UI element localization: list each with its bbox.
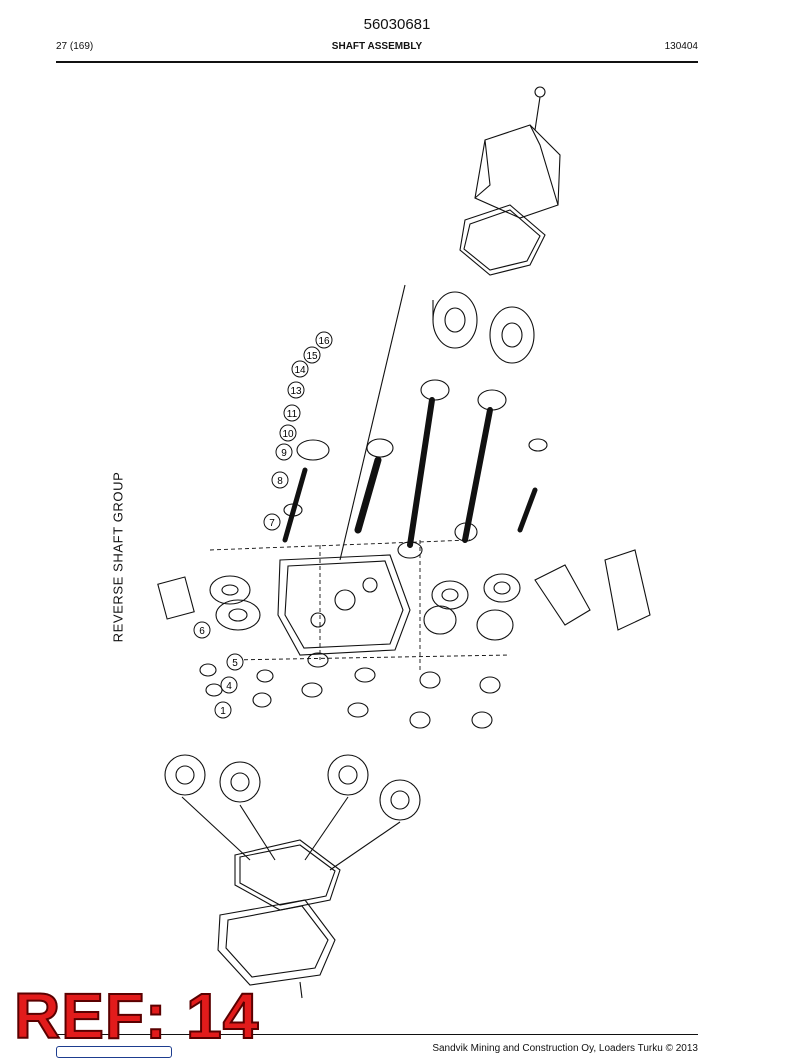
- page-title: SHAFT ASSEMBLY: [331, 41, 423, 52]
- callout-label: 5: [232, 658, 238, 669]
- header-divider: [56, 61, 698, 63]
- callout-10: 10: [279, 424, 297, 442]
- callout-8: 8: [271, 471, 289, 489]
- side-cover-right: [534, 564, 591, 626]
- input-shaft: [354, 438, 394, 534]
- callout-15: 15: [303, 346, 321, 364]
- callout-11: 11: [283, 404, 301, 422]
- reverse-shaft: [282, 439, 330, 543]
- callout-label: 7: [269, 518, 275, 529]
- callout-label: 1: [220, 706, 226, 717]
- page-header: 27 (169) SHAFT ASSEMBLY 130404: [56, 41, 698, 55]
- main-housing: [277, 554, 411, 656]
- callout-16: 16: [315, 331, 333, 349]
- shaft-1: [397, 379, 450, 559]
- callout-label: 11: [287, 409, 298, 420]
- callout-5: 5: [226, 653, 244, 671]
- callout-1: 1: [214, 701, 232, 719]
- callout-6: 6: [193, 621, 211, 639]
- oil-sump: [217, 899, 336, 986]
- footer-divider: [56, 1034, 698, 1035]
- callout-13: 13: [287, 381, 305, 399]
- callout-7: 7: [263, 513, 281, 531]
- callout-label: 14: [294, 365, 306, 376]
- top-cover: [474, 124, 561, 219]
- date-code: 130404: [664, 41, 698, 52]
- callout-label: 10: [282, 429, 294, 440]
- callout-4: 4: [220, 676, 238, 694]
- callout-label: 9: [281, 448, 287, 459]
- callout-label: 13: [290, 386, 302, 397]
- callout-label: 15: [306, 351, 318, 362]
- ref-stamp: REF: 14: [13, 980, 260, 1052]
- callout-label: 16: [318, 336, 330, 347]
- exploded-view-drawing: 1 4 5 6 7 8 9 10 11 13 14 15 16: [157, 86, 651, 999]
- page-reference: 27 (169): [56, 41, 94, 52]
- bottom-gasket: [234, 839, 341, 911]
- footer-copyright: Sandvik Mining and Construction Oy, Load…: [432, 1043, 698, 1054]
- callout-9: 9: [275, 443, 293, 461]
- callout-group: 1 4 5 6 7 8 9 10 11 13 14 15 16: [193, 331, 333, 719]
- callout-14: 14: [291, 360, 309, 378]
- shaft-3: [517, 438, 548, 533]
- shaft-2: [454, 389, 507, 543]
- callout-label: 4: [226, 681, 232, 692]
- callout-label: 8: [277, 476, 283, 487]
- callout-label: 6: [199, 626, 205, 637]
- top-gasket: [459, 204, 546, 276]
- document-number: 56030681: [363, 16, 431, 33]
